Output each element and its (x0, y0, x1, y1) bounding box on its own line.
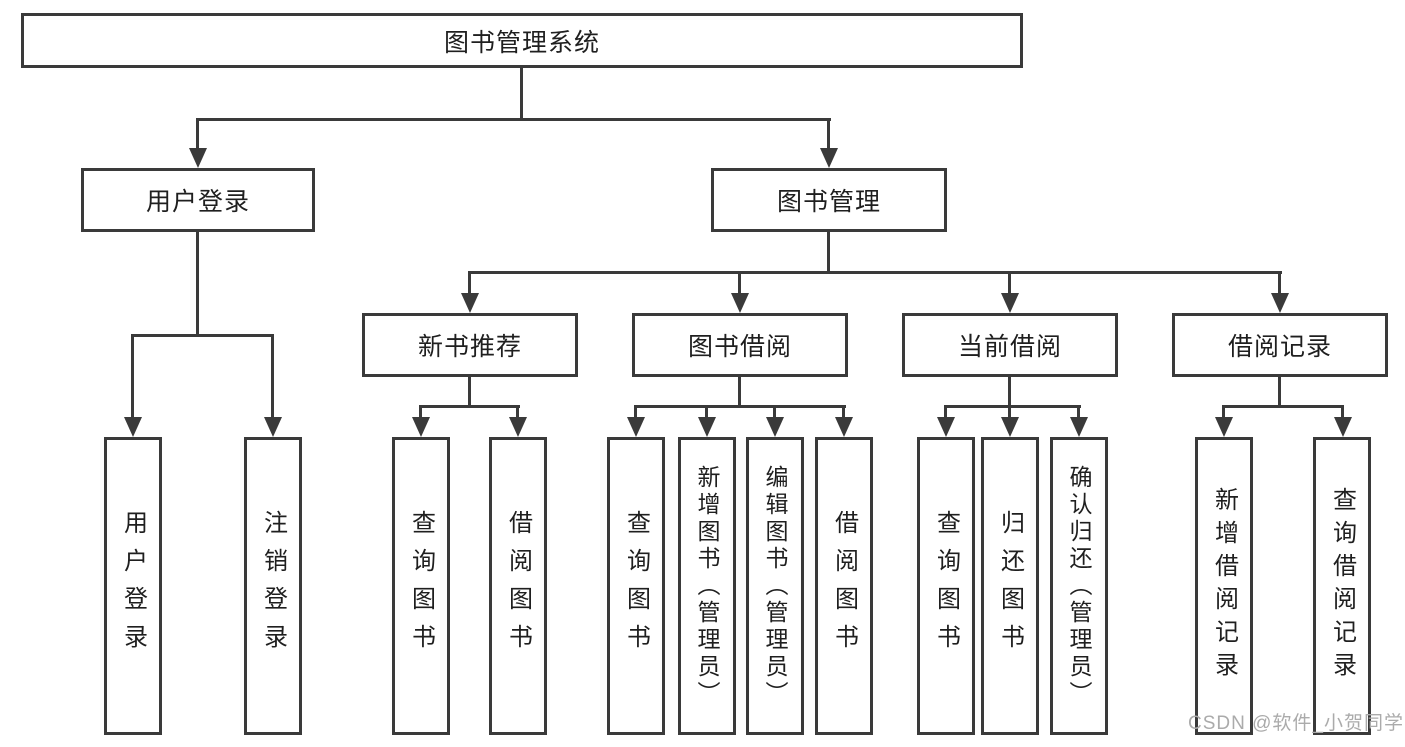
connector-to-leaf-logout (271, 334, 274, 417)
arrowhead-current-borrow (1001, 293, 1019, 313)
connector-to-current-borrow (1008, 271, 1011, 295)
arrowhead-leaf (509, 417, 527, 437)
connector-book-management-branch (468, 271, 1282, 274)
arrowhead-leaf (835, 417, 853, 437)
node-label: 图书借阅 (687, 333, 792, 361)
connector-to-book-borrow (738, 271, 741, 295)
arrowhead-leaf (1070, 417, 1088, 437)
connector-to-leaf-login (131, 334, 134, 417)
connector-to-borrow-records (1278, 271, 1281, 295)
leaf-label: 确认归还（管理员） (1066, 464, 1092, 708)
node-current-borrow: 当前借阅 (902, 313, 1118, 377)
leaf-label: 查询借阅记录 (1328, 487, 1356, 685)
node-label: 用户登录 (145, 188, 250, 216)
leaf-label: 注销登录 (259, 510, 287, 662)
node-library-management-system: 图书管理系统 (21, 13, 1023, 68)
connector-leaf-stem (1077, 405, 1080, 419)
leaf-label: 用户登录 (119, 510, 147, 662)
connector-leaf-stem (773, 405, 776, 419)
leaf-add-borrow-record: 新增借阅记录 (1195, 437, 1253, 735)
connector-leaf-stem (1222, 405, 1225, 419)
node-label: 新书推荐 (417, 333, 522, 361)
connector-leaf-stem (842, 405, 845, 419)
connector-root-stem (520, 68, 523, 120)
leaf-label: 查询图书 (407, 510, 435, 662)
arrowhead-leaf-logout (264, 417, 282, 437)
connector-user-login-stem (196, 232, 199, 336)
leaf-edit-books-admin: 编辑图书（管理员） (746, 437, 804, 735)
connector-to-book-management (827, 118, 830, 148)
connector-user-login-branch (131, 334, 274, 337)
connector-leaf-stem (1008, 405, 1011, 419)
connector-current-borrow-branch (944, 405, 1081, 408)
arrowhead-leaf (1001, 417, 1019, 437)
arrowhead-leaf (937, 417, 955, 437)
leaf-add-books-admin: 新增图书（管理员） (678, 437, 736, 735)
node-borrow-records: 借阅记录 (1172, 313, 1388, 377)
leaf-label: 查询图书 (622, 510, 650, 662)
connector-borrow-records-stem (1278, 377, 1281, 408)
connector-leaf-stem (419, 405, 422, 419)
leaf-query-books-2: 查询图书 (607, 437, 665, 735)
arrowhead-leaf (1215, 417, 1233, 437)
connector-borrow-records-branch (1222, 405, 1344, 408)
node-label: 图书管理系统 (443, 28, 600, 57)
connector-leaf-stem (1341, 405, 1344, 419)
leaf-borrow-books-1: 借阅图书 (489, 437, 547, 735)
leaf-label: 借阅图书 (830, 510, 858, 662)
connector-to-user-login (196, 118, 199, 148)
node-book-management: 图书管理 (711, 168, 947, 232)
connector-leaf-stem (705, 405, 708, 419)
node-user-login: 用户登录 (81, 168, 315, 232)
node-book-borrow: 图书借阅 (632, 313, 848, 377)
node-new-book-recommend: 新书推荐 (362, 313, 578, 377)
leaf-logout: 注销登录 (244, 437, 302, 735)
leaf-query-borrow-record: 查询借阅记录 (1313, 437, 1371, 735)
node-label: 图书管理 (776, 188, 881, 216)
connector-new-books-stem (468, 377, 471, 408)
arrowhead-leaf (698, 417, 716, 437)
connector-leaf-stem (634, 405, 637, 419)
leaf-label: 编辑图书（管理员） (762, 464, 788, 708)
leaf-label: 归还图书 (996, 510, 1024, 662)
leaf-label: 新增借阅记录 (1210, 487, 1238, 685)
connector-book-borrow-branch (634, 405, 846, 408)
connector-current-borrow-stem (1008, 377, 1011, 408)
arrowhead-book-borrow (731, 293, 749, 313)
leaf-query-books-1: 查询图书 (392, 437, 450, 735)
arrowhead-leaf (627, 417, 645, 437)
leaf-borrow-books-2: 借阅图书 (815, 437, 873, 735)
node-label: 借阅记录 (1227, 333, 1332, 361)
arrowhead-user-login (189, 148, 207, 168)
connector-root-branch (197, 118, 831, 121)
connector-to-new-books (468, 271, 471, 295)
leaf-return-books: 归还图书 (981, 437, 1039, 735)
csdn-watermark: CSDN @软件_小贺同学 (1188, 713, 1404, 734)
leaf-label: 查询图书 (932, 510, 960, 662)
connector-leaf-stem (944, 405, 947, 419)
connector-leaf-stem (516, 405, 519, 419)
node-label: 当前借阅 (957, 333, 1062, 361)
connector-book-management-stem (827, 232, 830, 273)
arrowhead-new-books (461, 293, 479, 313)
connector-new-books-branch (419, 405, 520, 408)
connector-book-borrow-stem (738, 377, 741, 408)
arrowhead-leaf-login (124, 417, 142, 437)
arrowhead-leaf (412, 417, 430, 437)
arrowhead-leaf (766, 417, 784, 437)
arrowhead-leaf (1334, 417, 1352, 437)
leaf-confirm-return-admin: 确认归还（管理员） (1050, 437, 1108, 735)
leaf-label: 借阅图书 (504, 510, 532, 662)
leaf-label: 新增图书（管理员） (694, 464, 720, 708)
leaf-user-login: 用户登录 (104, 437, 162, 735)
arrowhead-borrow-records (1271, 293, 1289, 313)
leaf-query-books-3: 查询图书 (917, 437, 975, 735)
arrowhead-book-management (820, 148, 838, 168)
